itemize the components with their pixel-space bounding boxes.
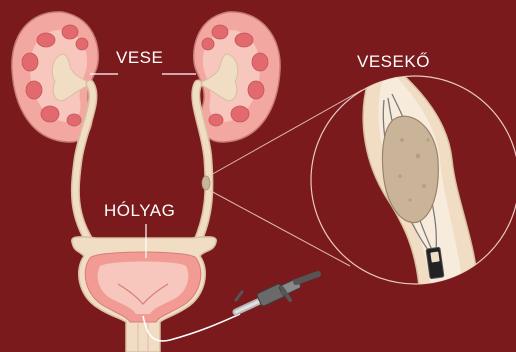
kidney-label: VESE (116, 48, 163, 68)
right-kidney-icon (194, 12, 280, 142)
bladder-icon (72, 237, 217, 352)
stone-location-marker (202, 176, 210, 190)
kidney-stone-label: VESEKŐ (357, 52, 430, 72)
label-leader-lines (90, 74, 196, 258)
bladder-label: HÓLYAG (104, 201, 175, 221)
magnified-detail-circle (311, 70, 516, 300)
